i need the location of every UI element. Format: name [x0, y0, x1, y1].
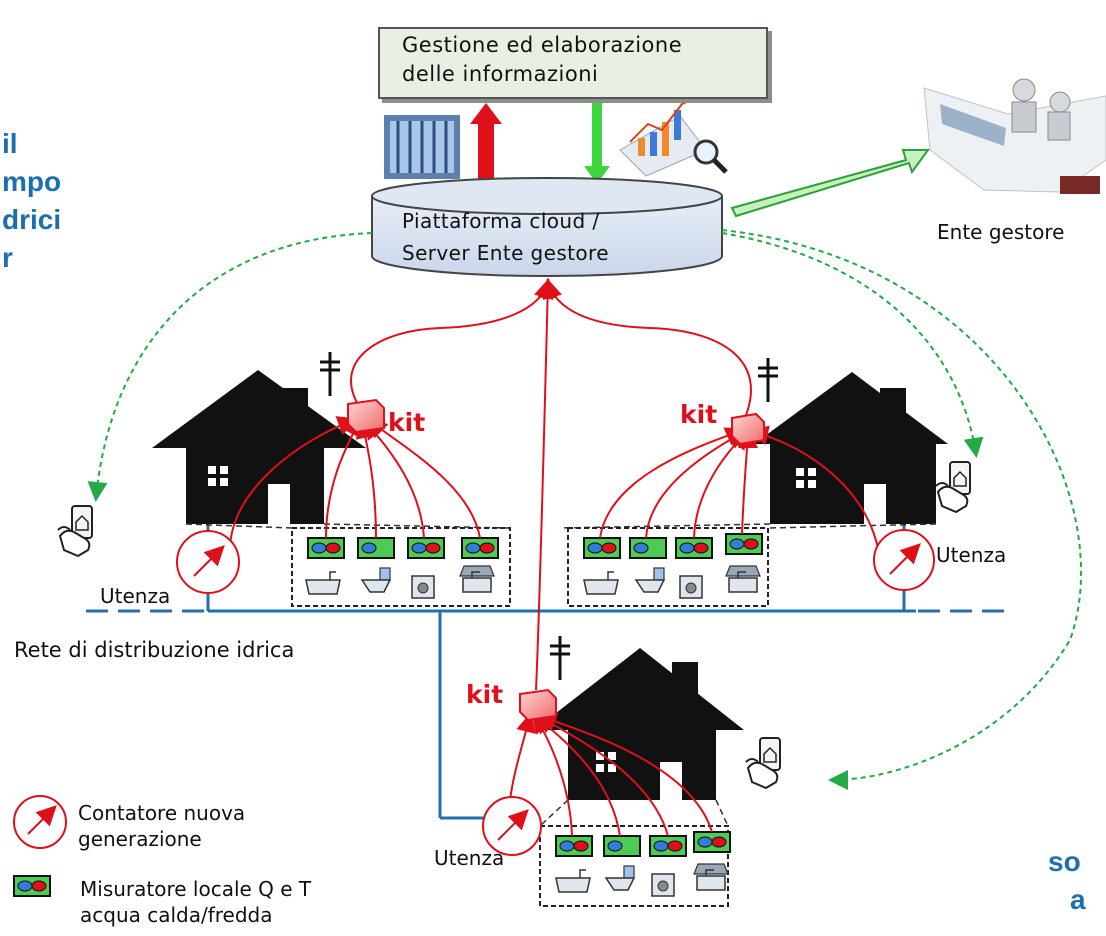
meter-right: [873, 529, 935, 591]
side-fragment-1: il: [2, 128, 18, 159]
meter-bottom: [482, 796, 542, 856]
smartphone-right-icon: [935, 461, 971, 513]
manager-arrow: [730, 149, 930, 218]
kit-box-right: [731, 412, 765, 446]
operators-office-image: [923, 78, 1106, 194]
server-rack-image: [384, 115, 460, 179]
bottom-panel-devices: [555, 831, 731, 897]
house-bottom: [534, 648, 744, 800]
cloud-platform-cylinder: [371, 177, 723, 277]
upload-arrow: [470, 103, 502, 186]
legend-local-line2: acqua calda/fredda: [80, 903, 273, 927]
network-label: Rete di distribuzione idrica: [14, 638, 295, 662]
house-right: [754, 372, 948, 524]
manager-label: Ente gestore: [937, 220, 1065, 244]
smartphone-bottom-icon: [745, 737, 781, 789]
side-fragment-3: drici: [2, 204, 62, 235]
house-left: [152, 370, 366, 524]
cloud-label-line1: Piattaforma cloud /: [402, 209, 600, 233]
legend-meter-text: Contatore nuova generazione: [78, 800, 245, 852]
utenza-label-right: Utenza: [936, 543, 1007, 567]
legend-meter-line1: Contatore nuova: [78, 801, 246, 825]
kit-label-left: kit: [388, 408, 426, 437]
legend-local-line1: Misuratore locale Q e T: [80, 877, 312, 901]
utenza-label-left: Utenza: [100, 584, 171, 608]
analytics-chart-image: [619, 97, 728, 177]
data-processing-line2: delle informazioni: [402, 62, 599, 86]
cloud-label-line2: Server Ente gestore: [402, 241, 609, 265]
meter-left: [176, 530, 240, 594]
utenza-label-bottom: Utenza: [434, 846, 505, 870]
side-fragment-4: r: [2, 242, 13, 273]
legend-local-text: Misuratore locale Q e T acqua calda/fred…: [80, 876, 311, 928]
side-fragment-5: so: [1048, 846, 1081, 877]
legend-local-meter-icon: [13, 875, 51, 897]
kit-label-bottom: kit: [466, 680, 504, 709]
left-panel-devices: [305, 537, 499, 599]
kit-box-left: [347, 398, 385, 434]
download-arrow: [584, 96, 610, 184]
side-fragment-2: mpo: [2, 166, 62, 197]
right-panel-devices: [583, 533, 763, 599]
kit-label-right: kit: [680, 400, 718, 429]
feedback-arrows: [87, 229, 1083, 790]
legend-meter-icon: [13, 795, 67, 849]
legend-meter-line2: generazione: [78, 827, 202, 851]
smartphone-left-icon: [57, 505, 93, 557]
data-processing-line1: Gestione ed elaborazione: [402, 33, 683, 57]
kit-box-bottom: [519, 688, 557, 722]
appliance-panels: [291, 527, 769, 907]
side-fragment-6: a: [1070, 884, 1086, 915]
data-processing-box: Gestione ed elaborazione delle informazi…: [378, 27, 768, 99]
